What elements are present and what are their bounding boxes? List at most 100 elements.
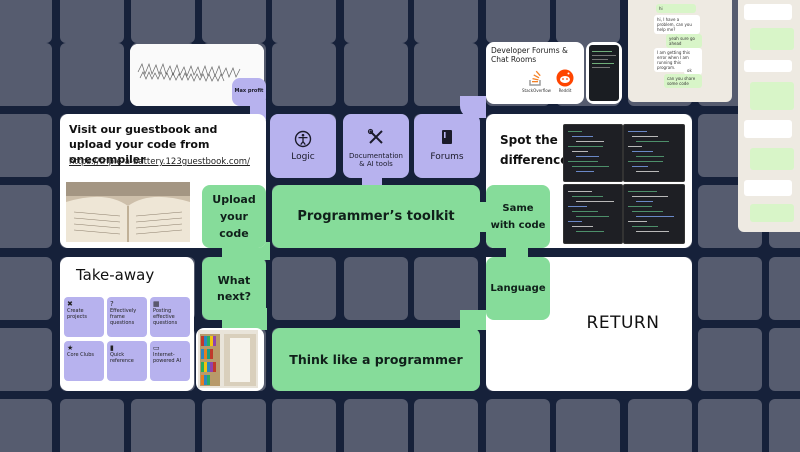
code-line	[636, 156, 664, 157]
code-line	[636, 141, 669, 142]
background-tile	[272, 257, 336, 320]
takeaway-item[interactable]: ★ Core Clubs	[64, 341, 104, 381]
background-tile	[0, 114, 52, 177]
background-tile	[0, 43, 52, 106]
chat-message: ok	[684, 66, 702, 75]
tools-icon	[367, 128, 383, 144]
code-line	[628, 191, 657, 192]
takeaway-title: Take-away	[76, 266, 155, 284]
code-line	[628, 146, 642, 147]
background-tile	[698, 328, 762, 391]
background-tile	[769, 399, 800, 452]
code-line	[576, 156, 599, 157]
code-line	[572, 166, 609, 167]
code-screenshot	[563, 124, 623, 182]
chat-message: yeah sure go ahead	[666, 34, 702, 48]
book-icon: ▮	[110, 344, 114, 352]
background-tile	[60, 0, 124, 43]
star-icon: ★	[67, 344, 74, 352]
code-screenshot	[623, 184, 685, 244]
chat-panel-right	[738, 0, 800, 232]
background-tile	[0, 328, 52, 391]
takeaway-item[interactable]: ▭ Internet-powered AI	[150, 341, 190, 381]
background-tile	[486, 0, 550, 43]
open-book-image	[66, 182, 190, 242]
upload-code-button[interactable]: Upload your code	[202, 185, 266, 248]
guestbook-link[interactable]: https://triple-a-battery.123guestbook.co…	[69, 157, 250, 167]
code-line	[632, 151, 653, 152]
book-icon	[442, 130, 452, 144]
code-line	[632, 136, 658, 137]
takeaway-card[interactable]: Take-away ✖ Create projects ? Effectivel…	[60, 257, 194, 391]
code-line	[568, 161, 598, 162]
background-tile	[272, 399, 336, 452]
accessibility-icon	[294, 130, 312, 148]
what-next-button[interactable]: What next?	[202, 257, 266, 320]
guestbook-card[interactable]: Visit our guestbook and upload your code…	[60, 114, 266, 248]
code-line	[568, 221, 582, 222]
chat-message: hi	[656, 4, 696, 13]
takeaway-item[interactable]: ▦ Posting effective questions	[150, 297, 190, 337]
same-with-code-button[interactable]: Same with code	[486, 185, 550, 248]
programmers-toolkit-button[interactable]: Programmer’s toolkit	[272, 185, 480, 248]
background-tile	[698, 257, 762, 320]
code-line	[636, 231, 669, 232]
phone-screen	[589, 45, 619, 101]
code-line	[576, 201, 614, 202]
code-line	[632, 211, 663, 212]
takeaway-item[interactable]: ? Effectively frame questions	[107, 297, 147, 337]
background-tile	[414, 0, 478, 43]
background-tile	[344, 43, 408, 106]
spot-difference-card[interactable]: Spot the difference	[486, 114, 692, 248]
guestbook-title: Visit our guestbook and upload your code…	[69, 123, 218, 166]
code-line	[568, 206, 587, 207]
background-tile	[0, 399, 52, 452]
forums-tile[interactable]: Forums	[414, 114, 480, 178]
chat-bubble	[744, 60, 792, 72]
stackoverflow-label: StackOverflow	[522, 88, 551, 93]
phone-screenshot[interactable]	[586, 42, 622, 104]
connector	[460, 96, 486, 118]
background-tile	[344, 399, 408, 452]
code-line	[628, 161, 663, 162]
background-tile	[60, 43, 124, 106]
code-line	[632, 196, 668, 197]
logic-tile[interactable]: Logic	[270, 114, 336, 178]
code-line	[632, 226, 658, 227]
takeaway-item[interactable]: ▮ Quick reference	[107, 341, 147, 381]
code-line	[568, 191, 592, 192]
language-button[interactable]: Language	[486, 257, 550, 320]
background-tile	[131, 0, 195, 43]
code-line	[572, 211, 598, 212]
takeaway-item[interactable]: ✖ Create projects	[64, 297, 104, 337]
code-line	[572, 226, 593, 227]
code-line	[636, 216, 674, 217]
max-profit-tile[interactable]: Max profit	[232, 78, 266, 106]
think-like-programmer-button[interactable]: Think like a programmer	[272, 328, 480, 391]
background-tile	[0, 257, 52, 320]
code-line	[628, 131, 647, 132]
background-tile	[60, 399, 124, 452]
developer-forums-card[interactable]: Developer Forums & Chat Rooms StackOverf…	[486, 42, 584, 104]
code-line	[636, 201, 653, 202]
background-tile	[202, 399, 266, 452]
chat-panel-left: hi hi, I have a problem, can you help me…	[628, 0, 732, 102]
background-tile	[414, 43, 478, 106]
code-line	[568, 146, 603, 147]
tools-icon: ✖	[67, 300, 73, 308]
code-line	[576, 216, 609, 217]
code-line	[572, 196, 603, 197]
chat-bubble	[744, 180, 792, 196]
code-line	[572, 136, 593, 137]
max-profit-label: Max profit	[234, 88, 264, 94]
return-label[interactable]: RETURN	[586, 313, 660, 333]
documentation-tile[interactable]: Documentation & AI tools	[343, 114, 409, 178]
chat-message: hi, I have a problem, can you help me?	[654, 15, 700, 34]
background-tile	[272, 43, 336, 106]
background-tile	[344, 0, 408, 43]
library-photo-card[interactable]	[196, 328, 264, 391]
background-tile	[344, 257, 408, 320]
chat-bubble	[750, 148, 794, 170]
code-line	[572, 151, 588, 152]
